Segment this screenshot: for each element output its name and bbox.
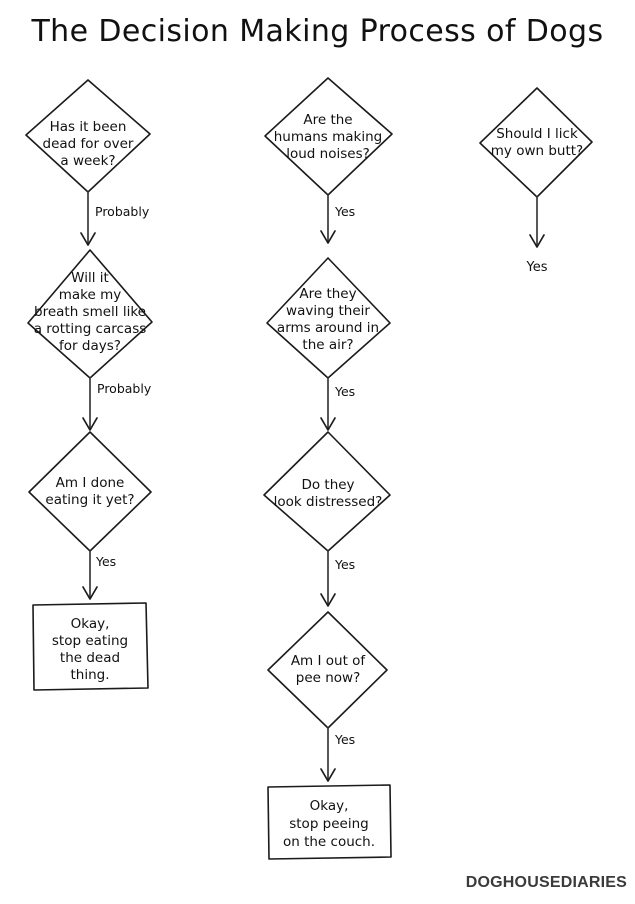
node-humans-loud-noises[interactable]: Are the humans making loud noises?	[264, 77, 393, 196]
node-breath-smell[interactable]: Will it make my breath smell like a rott…	[27, 249, 153, 379]
edge-yes-2: Yes	[320, 194, 355, 244]
node-should-i-lick-butt[interactable]: Should I lick my own butt?	[479, 87, 593, 198]
edge-yes-4: Yes	[320, 550, 355, 607]
node-text-line: waving their	[286, 303, 370, 319]
node-look-distressed[interactable]: Do they look distressed?	[263, 431, 391, 552]
edge-probably-2: Probably	[82, 377, 152, 431]
credit-watermark: DOGHOUSEDIARIES	[465, 874, 627, 891]
node-text-line: Do they	[301, 477, 354, 493]
node-text-line: Okay,	[71, 616, 110, 632]
node-text-line: the dead	[60, 650, 120, 666]
edge-label: Yes	[334, 204, 355, 219]
column-dead-thing: Has it been dead for over a week? Probab…	[25, 79, 153, 691]
node-text-line: my own butt?	[491, 143, 583, 159]
node-has-it-been-dead[interactable]: Has it been dead for over a week?	[25, 79, 151, 193]
node-text-line: pee now?	[296, 670, 361, 686]
node-text-line: arms around in	[277, 320, 379, 336]
page-title: The Decision Making Process of Dogs	[31, 14, 604, 49]
node-text-line: make my	[59, 287, 122, 303]
node-text-line: a rotting carcass	[34, 321, 147, 337]
node-out-of-pee[interactable]: Am I out of pee now?	[267, 611, 388, 729]
node-text-line: Should I lick	[496, 126, 578, 142]
node-text-line: Am I out of	[291, 653, 367, 669]
node-text-line: Will it	[71, 270, 109, 286]
node-text-line: the air?	[302, 337, 353, 353]
node-text-line: thing.	[70, 667, 109, 683]
node-text-line: humans making	[274, 129, 383, 145]
node-text-line: stop peeing	[289, 816, 369, 832]
node-stop-eating-dead-thing[interactable]: Okay, stop eating the dead thing.	[32, 602, 149, 691]
node-text-line: Am I done	[56, 475, 125, 491]
edge-label: Yes	[334, 384, 355, 399]
node-text-line: Are the	[303, 112, 352, 128]
edge-yes-3: Yes	[320, 377, 355, 431]
node-text-line: look distressed?	[274, 494, 383, 510]
edge-label: Yes	[95, 554, 116, 569]
node-text-line: Has it been	[50, 119, 127, 135]
node-text-line: a week?	[60, 153, 115, 169]
column-lick-butt: Should I lick my own butt? Yes	[479, 87, 593, 275]
edge-probably-1: Probably	[80, 191, 150, 246]
node-text-line: breath smell like	[34, 304, 146, 320]
node-text-line: Are they	[299, 286, 356, 302]
node-done-eating[interactable]: Am I done eating it yet?	[28, 431, 152, 552]
edge-label: Probably	[95, 204, 150, 219]
column-loud-humans: Are the humans making loud noises? Yes A…	[263, 77, 393, 860]
edge-yes-terminal: Yes	[526, 196, 548, 275]
node-text-line: Okay,	[310, 798, 349, 814]
edge-label: Yes	[334, 732, 355, 747]
edge-yes-1: Yes	[82, 550, 116, 600]
node-waving-arms[interactable]: Are they waving their arms around in the…	[266, 257, 391, 379]
node-stop-peeing-couch[interactable]: Okay, stop peeing on the couch.	[267, 784, 392, 860]
edge-yes-5: Yes	[320, 727, 355, 782]
edge-label: Yes	[526, 260, 548, 275]
node-text-line: loud noises?	[286, 146, 370, 162]
edge-label: Yes	[334, 557, 355, 572]
node-text-line: for days?	[59, 338, 121, 354]
node-text-line: stop eating	[52, 633, 128, 649]
edge-label: Probably	[97, 381, 152, 396]
node-text-line: on the couch.	[283, 834, 375, 850]
node-text-line: eating it yet?	[45, 492, 134, 508]
node-text-line: dead for over	[43, 136, 134, 152]
